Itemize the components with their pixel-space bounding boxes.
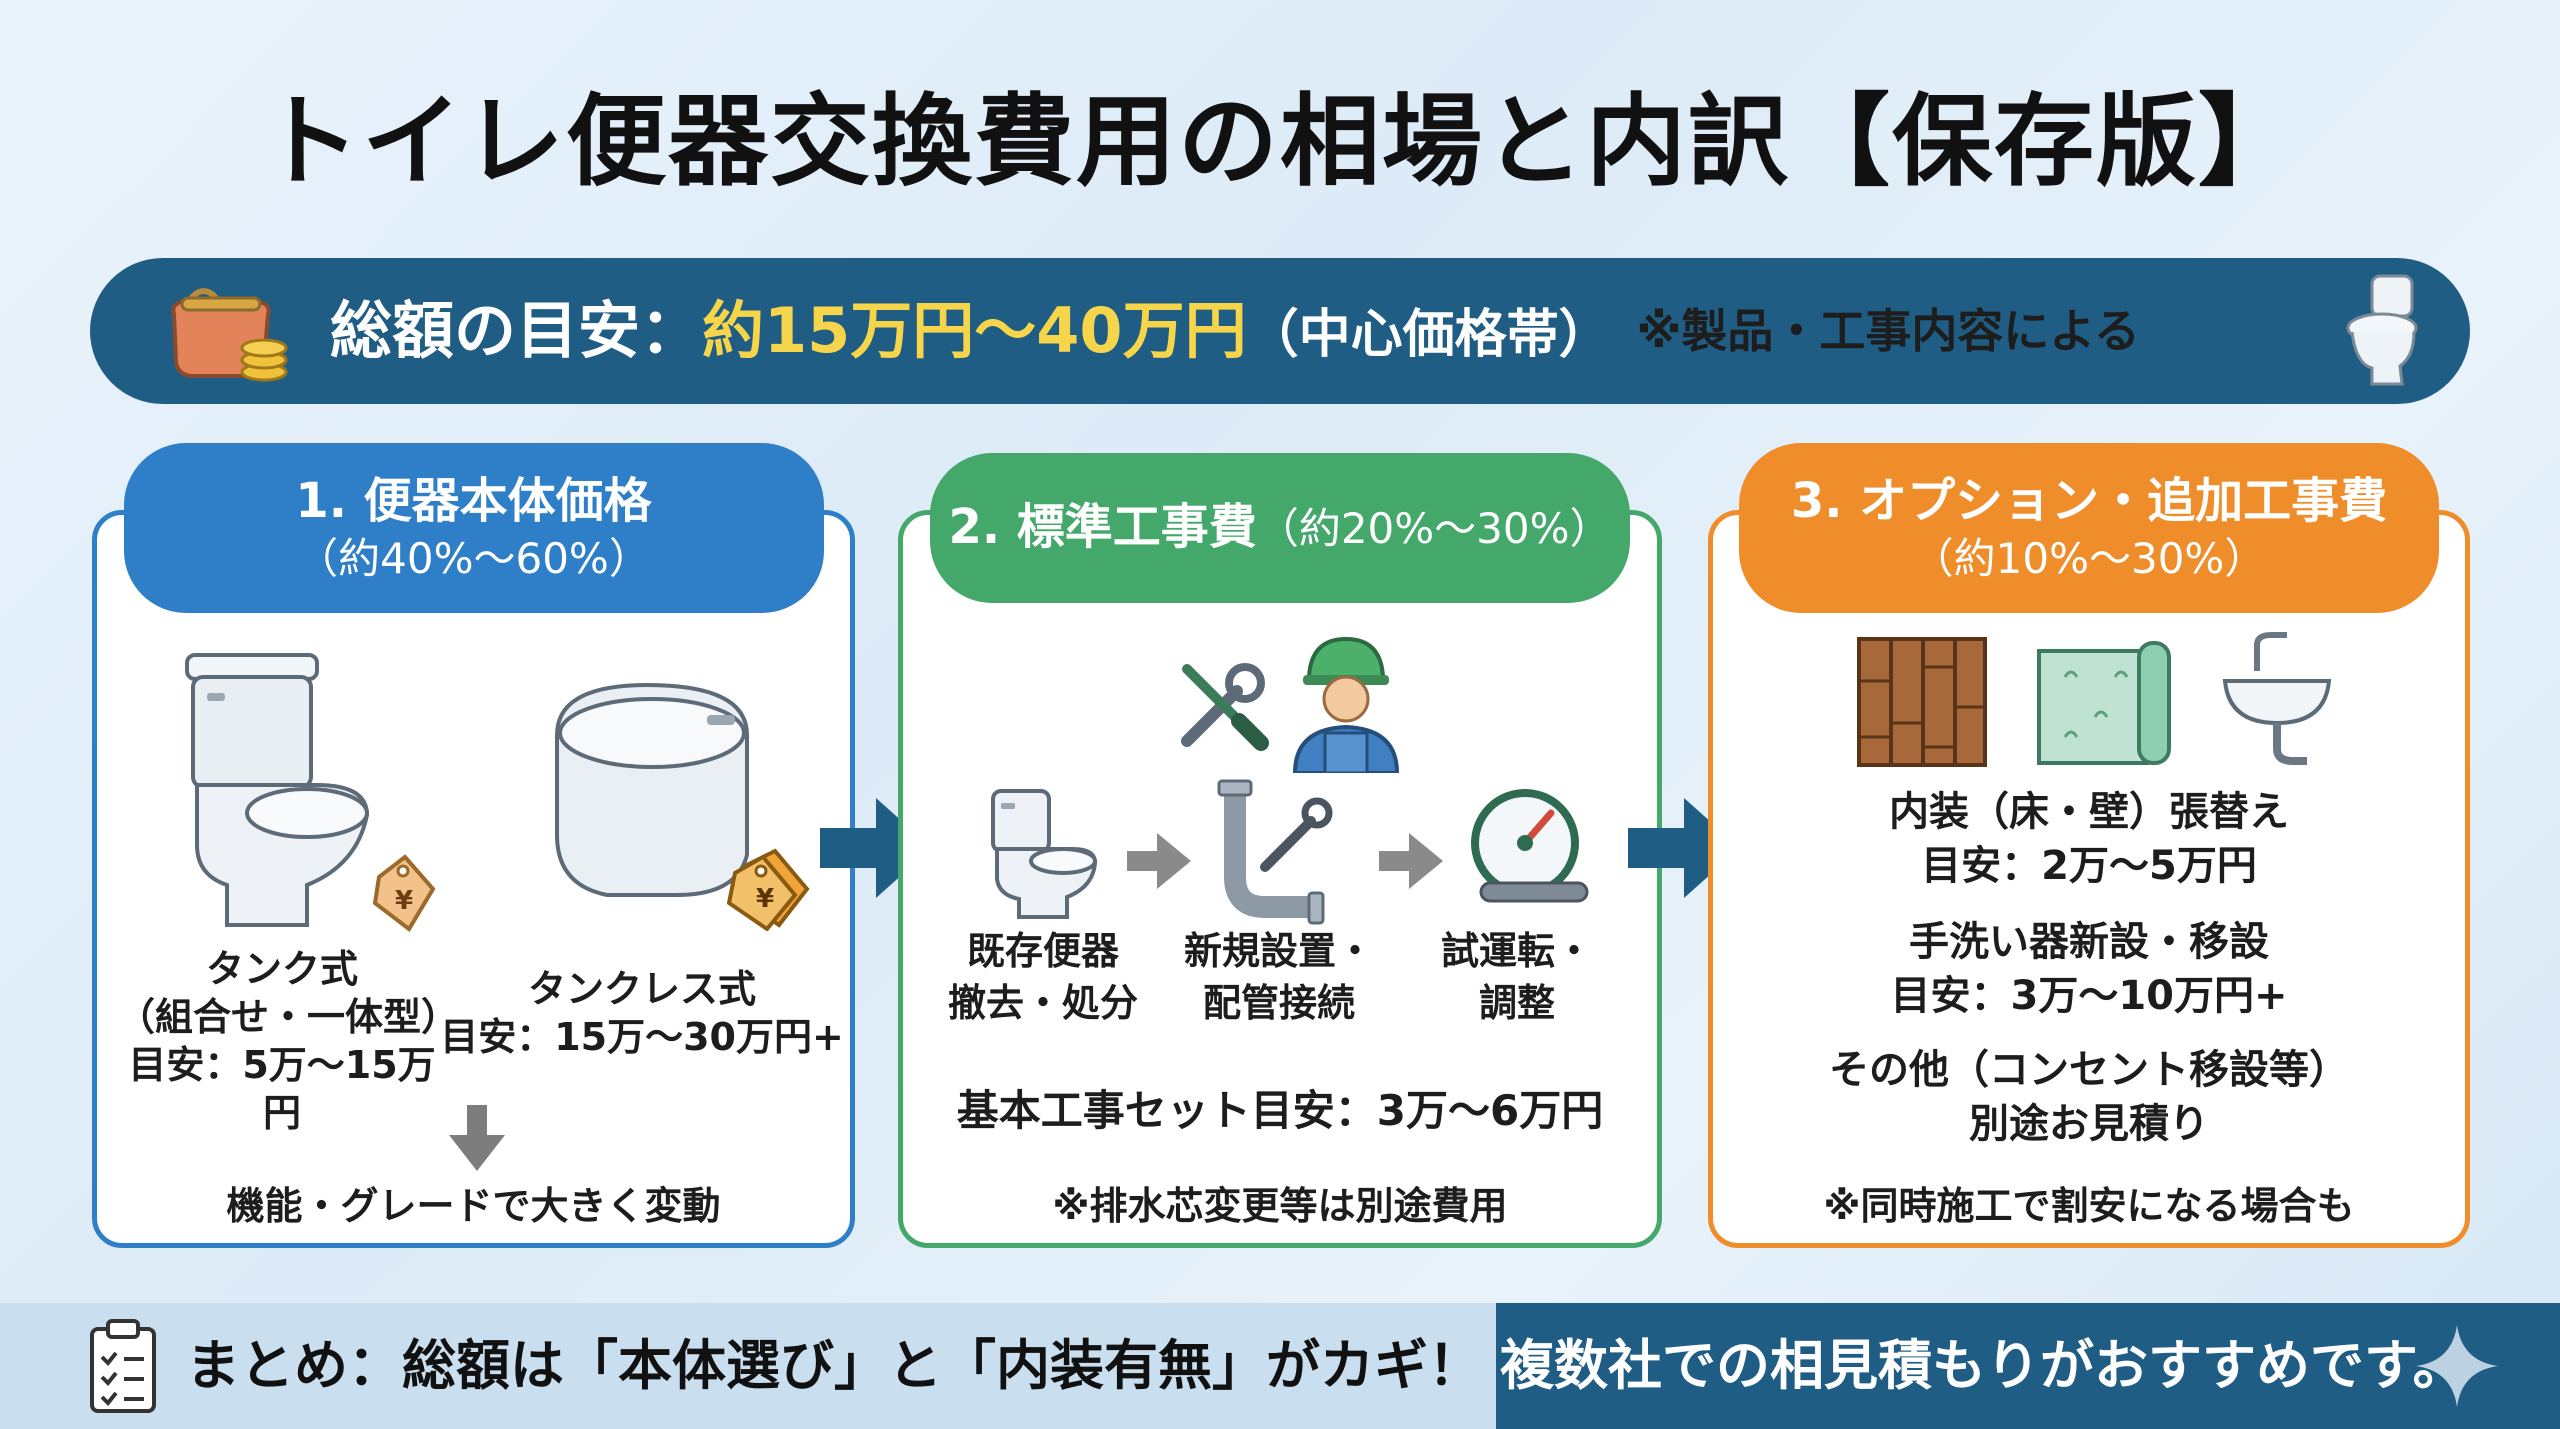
card-footer: 機能・グレードで大きく変動 <box>226 1184 721 1228</box>
basic-work-set-price: 基本工事セット目安：3万〜6万円 <box>956 1086 1604 1135</box>
card-footer: ※同時施工で割安になる場合も <box>1823 1184 2355 1228</box>
card-share: （約20%〜30%） <box>1256 504 1612 553</box>
total-amount: 約15万円〜40万円 <box>702 294 1247 367</box>
card-standard-work-header: 2. 標準工事費（約20%〜30%） <box>930 453 1630 603</box>
card-heading-line: 2. 標準工事費（約20%〜30%） <box>930 496 1630 560</box>
checklist-icon <box>90 1319 156 1413</box>
old-toilet-icon <box>991 789 1098 919</box>
step-arrow-icon <box>1127 833 1191 889</box>
worker-icon <box>1292 636 1400 773</box>
summary-highlight-bg <box>1496 1303 2560 1429</box>
total-label: 総額の目安： <box>330 294 703 367</box>
page-title: トイレ便器交換費用の相場と内訳【保存版】 <box>260 83 2300 200</box>
summary-bar: まとめ：総額は「本体選び」と「内装有無」がカギ！ 複数社での相見積もりがおすすめ… <box>0 1303 2560 1429</box>
sink-icon <box>2222 632 2332 765</box>
card-share: （約40%〜60%） <box>296 534 651 583</box>
card-options: 3. オプション・追加工事費 （約10%〜30%） 内装（床・壁）張替え 目安：… <box>1708 443 2470 1248</box>
summary-text: まとめ：総額は「本体選び」と「内装有無」がカギ！ <box>186 1334 1482 1397</box>
svg-text:¥: ¥ <box>756 884 774 914</box>
tankless-toilet-icon <box>555 682 749 897</box>
tankless-type-label: タンクレス式 目安：15万〜30万円+ <box>440 967 844 1059</box>
card-share: （約10%〜30%） <box>1911 534 2267 583</box>
option-hand-wash: 手洗い器新設・移設 目安：3万〜10万円+ <box>1890 919 2288 1019</box>
down-arrow-icon <box>449 1105 505 1171</box>
tank-toilet-icon <box>185 653 370 927</box>
coin-purse-icon <box>171 288 288 382</box>
svg-text:¥: ¥ <box>395 886 413 916</box>
pipe-wrench-icon <box>1217 779 1333 925</box>
tools-icon <box>1181 663 1269 751</box>
price-tag-icon: ¥ <box>372 854 436 932</box>
total-banner: 総額の目安：約15万円〜40万円（中心価格帯） ※製品・工事内容による <box>90 258 2470 404</box>
option-other: その他（コンセント移設等） 別途お見積り <box>1829 1047 2349 1147</box>
total-center-band: （中心価格帯） <box>1246 305 1611 365</box>
sparkle-icon <box>2416 1325 2498 1407</box>
card-heading: 1. 便器本体価格 <box>295 473 652 529</box>
wood-floor-icon <box>1857 637 1987 767</box>
step-install-label: 新規設置・ 配管接続 <box>1183 929 1374 1025</box>
card-options-header: 3. オプション・追加工事費 （約10%〜30%） <box>1739 443 2439 613</box>
wallpaper-roll-icon <box>2037 641 2171 765</box>
card-heading: 2. 標準工事費 <box>948 499 1257 555</box>
card-body-price-header: 1. 便器本体価格 （約40%〜60%） <box>123 443 824 613</box>
flow-arrow-icon <box>1628 798 1740 898</box>
card-footer: ※排水芯変更等は別途費用 <box>1052 1184 1508 1228</box>
toilet-icon <box>2346 274 2418 386</box>
total-banner-text: 総額の目安：約15万円〜40万円（中心価格帯） ※製品・工事内容による <box>330 258 2140 404</box>
gauge-icon <box>1471 789 1589 903</box>
option-interior: 内装（床・壁）張替え 目安：2万〜5万円 <box>1889 789 2289 889</box>
summary-recommendation: 複数社での相見積もりがおすすめです。 <box>1500 1334 2467 1397</box>
tank-type-label: タンク式 （組合せ・一体型） 目安：5万〜15万円 <box>117 947 460 1135</box>
card-body-price: 1. 便器本体価格 （約40%〜60%） ¥ ¥ タンク式 （組合せ・一体型） … <box>92 443 855 1248</box>
card-heading: 3. オプション・追加工事費 <box>1790 473 2388 529</box>
step-test-label: 試運転・ 調整 <box>1440 929 1593 1025</box>
price-tag-icon: ¥ <box>727 848 810 931</box>
step-remove-label: 既存便器 撤去・処分 <box>947 929 1138 1025</box>
total-note: ※製品・工事内容による <box>1636 304 2140 358</box>
step-arrow-icon <box>1379 833 1443 889</box>
card-standard-work: 2. 標準工事費（約20%〜30%） 既存便 <box>898 453 1662 1248</box>
